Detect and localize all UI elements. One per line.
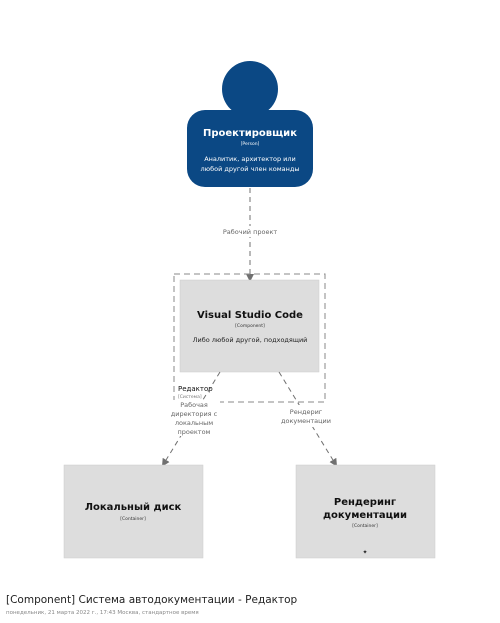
component-name: Visual Studio Code <box>197 310 303 321</box>
relation-label-rendering-line2: документации <box>281 417 331 425</box>
container-name: Локальный диск <box>85 502 182 513</box>
container-box <box>295 464 436 559</box>
person-type: [Person] <box>241 141 260 147</box>
person-head <box>222 61 278 117</box>
person-description-line2: любой другой член команды <box>200 165 299 173</box>
component-type: [Component] <box>235 323 265 329</box>
relation-label-working-dir-line2: директория с <box>171 410 218 418</box>
boundary-type-partial: [Система] <box>178 394 202 400</box>
relation-label-bg <box>214 226 286 237</box>
container-name-line1: Рендеринг <box>334 497 396 508</box>
person-element[interactable]: Проектировщик [Person] Аналитик, архитек… <box>187 61 313 187</box>
diagram-timestamp: понедельник, 21 марта 2022 г., 17:43 Мос… <box>6 610 199 616</box>
diagram-title: [Component] Система автодокументации - Р… <box>6 594 298 606</box>
container-box <box>63 464 204 559</box>
container-local-disk[interactable]: Локальный диск [Container] <box>63 464 204 559</box>
mouse-cursor-icon: ✦ <box>362 549 367 556</box>
relation-label-rendering-line1: Рендериг <box>290 408 323 416</box>
relation-label-working-dir-line4: проектом <box>178 428 211 436</box>
container-type: [Container] <box>352 523 378 529</box>
component-box <box>179 279 320 373</box>
component-description: Либо любой другой, подходящий <box>193 336 308 344</box>
relation-label-working-project: Рабочий проект <box>223 228 278 236</box>
container-rendering[interactable]: Рендеринг документации [Container] ✦ <box>295 464 436 559</box>
person-description-line1: Аналитик, архитектор или <box>204 155 296 163</box>
system-boundary[interactable] <box>173 273 326 403</box>
boundary-label: Редактор <box>178 385 213 393</box>
relation-label-working-dir-line1: Рабочая <box>180 401 208 409</box>
relation-label-bg <box>168 400 220 436</box>
container-name-line2: документации <box>323 510 407 521</box>
component-vscode[interactable]: Visual Studio Code [Component] Либо любо… <box>179 279 320 373</box>
relation-label-bg <box>276 405 336 427</box>
person-name: Проектировщик <box>203 128 297 139</box>
container-type: [Container] <box>120 516 146 522</box>
person-body <box>187 110 313 187</box>
relation-label-working-dir-line3: локальным <box>175 419 213 427</box>
